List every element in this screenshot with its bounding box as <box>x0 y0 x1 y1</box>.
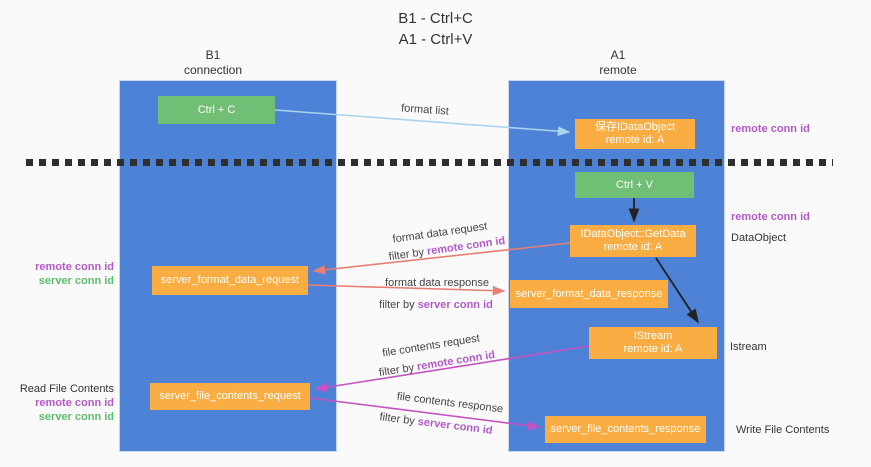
node-save-idataobject-line2: remote id: A <box>605 134 665 146</box>
copy-paste-divider-dashed-line <box>26 159 833 166</box>
node-idataobject-getdata: IDataObject::GetData remote id: A <box>570 225 696 257</box>
right-label-istream: Istream <box>730 341 767 353</box>
left-label-server-conn-id-bottom: server conn id <box>38 411 114 423</box>
node-save-idataobject: 保存IDataObject remote id: A <box>575 119 695 149</box>
diagram-title-line2: A1 - Ctrl+V <box>398 31 473 48</box>
left-label-server-conn-id-mid: server conn id <box>38 275 114 287</box>
node-server-format-data-response-label: server_format_data_response <box>515 287 663 300</box>
node-idataobject-getdata-line1: IDataObject::GetData <box>580 228 686 240</box>
node-istream-line2: remote id: A <box>623 343 683 355</box>
left-label-remote-conn-id-bottom: remote conn id <box>35 397 114 409</box>
node-server-format-data-request-label: server_format_data_request <box>160 274 300 286</box>
column-a1-subtitle: remote <box>599 63 637 77</box>
filter-by-text: filter by <box>378 411 419 428</box>
column-a1-name: A1 <box>610 48 626 62</box>
node-server-file-contents-request: server_file_contents_request <box>150 383 310 410</box>
right-label-dataobject: DataObject <box>731 232 787 244</box>
left-label-remote-conn-id-mid: remote conn id <box>35 261 114 273</box>
node-ctrl-v-label: Ctrl + V <box>616 178 653 191</box>
flow-label-format-list: format list <box>400 102 450 118</box>
right-label-write-file-contents: Write File Contents <box>736 424 830 436</box>
column-b1-name: B1 <box>205 48 221 62</box>
left-label-read-file-contents: Read File Contents <box>19 383 114 395</box>
filter-by-text: filter by <box>388 245 428 264</box>
right-label-remote-conn-id-mid: remote conn id <box>731 211 810 223</box>
node-idataobject-getdata-line2: remote id: A <box>603 241 663 253</box>
column-b1-subtitle: connection <box>183 63 243 77</box>
diagram-title-line1: B1 - Ctrl+C <box>398 10 473 27</box>
node-ctrl-c: Ctrl + C <box>158 96 275 124</box>
column-header-a1: A1 remote <box>538 48 698 78</box>
node-server-file-contents-response-label: server_file_contents_response <box>550 423 701 435</box>
node-istream-line1: IStream <box>633 330 673 342</box>
node-ctrl-c-label: Ctrl + C <box>197 103 236 116</box>
flow-label-file-contents-response: file contents response <box>396 390 504 416</box>
server-conn-id-highlight: server conn id <box>417 299 493 311</box>
flow-label-format-data-response: format data response <box>385 277 489 289</box>
diagram-title: B1 - Ctrl+C A1 - Ctrl+V <box>0 8 871 50</box>
filter-by-text: filter by <box>379 299 418 311</box>
flow-label-format-data-response-filter: filter by server conn id <box>379 299 493 311</box>
node-server-file-contents-response: server_file_contents_response <box>545 416 706 443</box>
server-conn-id-highlight: server conn id <box>417 415 494 437</box>
node-ctrl-v: Ctrl + V <box>575 172 694 198</box>
filter-by-text: filter by <box>378 361 419 380</box>
node-server-format-data-request: server_format_data_request <box>152 266 308 295</box>
node-istream: IStream remote id: A <box>589 327 717 359</box>
node-server-format-data-response: server_format_data_response <box>510 280 668 308</box>
column-header-b1: B1 connection <box>133 48 293 78</box>
right-label-remote-conn-id-top: remote conn id <box>731 123 810 135</box>
node-save-idataobject-line1: 保存IDataObject <box>594 121 676 133</box>
node-server-file-contents-request-label: server_file_contents_request <box>159 390 301 402</box>
flow-label-file-contents-response-filter: filter by server conn id <box>379 411 493 437</box>
